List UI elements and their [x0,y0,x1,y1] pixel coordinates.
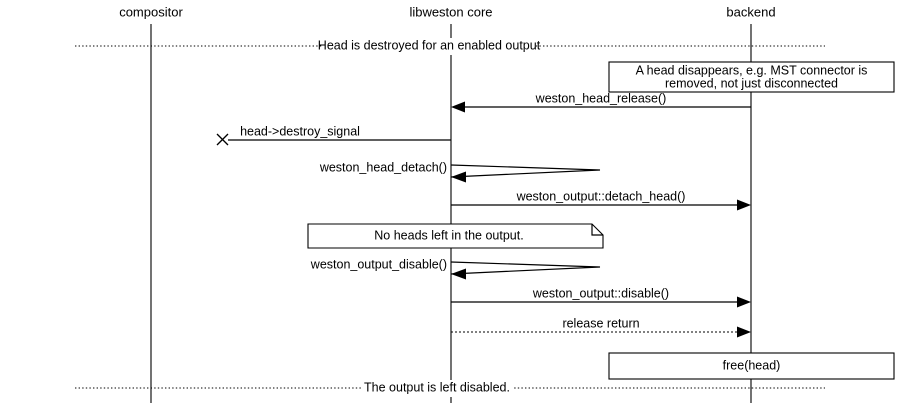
message-weston-head-release: weston_head_release() [451,91,751,113]
message-label-weston-output-disable: weston_output::disable() [532,286,669,300]
message-weston-head-detach: weston_head_detach() [319,160,601,183]
arrow-head-weston-head-detach [451,171,466,183]
arrow-head-weston-output-detach-head [737,199,751,211]
divider-output-left-disabled: The output is left disabled. [75,380,825,397]
divider-label-bottom: The output is left disabled. [364,380,510,394]
message-release-return: release return [451,316,751,338]
note-no-heads-left-box [307,223,604,249]
self-loop-weston-head-detach [450,164,601,178]
divider-head-destroyed: Head is destroyed for an enabled output [75,38,825,55]
self-loop-weston-output-disable [450,261,601,275]
note-head-disappears-box [608,61,895,93]
message-label-weston-output-disable-call: weston_output_disable() [310,257,447,271]
arrow-head-weston-head-release [451,101,465,113]
message-weston-output-disable-call: weston_output_disable() [310,257,601,280]
message-weston-output-disable: weston_output::disable() [451,286,751,308]
note-head-disappears-line-2: removed, not just disconnected [665,76,838,90]
note-head-disappears: A head disappears, e.g. MST connector is… [608,61,895,93]
arrow-head-release-return [737,326,751,338]
message-label-weston-head-detach: weston_head_detach() [319,160,447,174]
participant-label-backend: backend [726,4,775,19]
note-no-heads-left-fold-icon [591,224,603,236]
note-free-head-box [608,352,895,380]
participant-label-compositor: compositor [119,4,183,19]
message-head-destroy-signal: head->destroy_signal [216,124,451,146]
message-label-weston-output-detach-head: weston_output::detach_head() [516,189,686,203]
note-head-disappears-line-1: A head disappears, e.g. MST connector is [636,63,868,77]
message-label-release-return: release return [562,316,639,330]
participant-headers: compositor libweston core backend [119,4,775,19]
arrow-head-weston-output-disable-call [451,268,466,280]
participant-label-libweston-core: libweston core [409,4,492,19]
message-weston-output-detach-head: weston_output::detach_head() [451,189,751,211]
note-no-heads-left: No heads left in the output. [307,223,604,249]
message-label-weston-head-release: weston_head_release() [535,91,667,105]
divider-label-backdrop-top [322,38,536,55]
arrow-head-weston-output-disable [737,296,751,308]
x-terminator-icon [216,133,229,146]
message-label-head-destroy-signal: head->destroy_signal [240,124,360,138]
note-no-heads-left-line-1: No heads left in the output. [374,228,523,242]
note-free-head-line-1: free(head) [723,358,781,372]
divider-label-top: Head is destroyed for an enabled output [318,38,541,52]
divider-label-backdrop-bottom [361,380,513,397]
note-free-head: free(head) [608,352,895,380]
